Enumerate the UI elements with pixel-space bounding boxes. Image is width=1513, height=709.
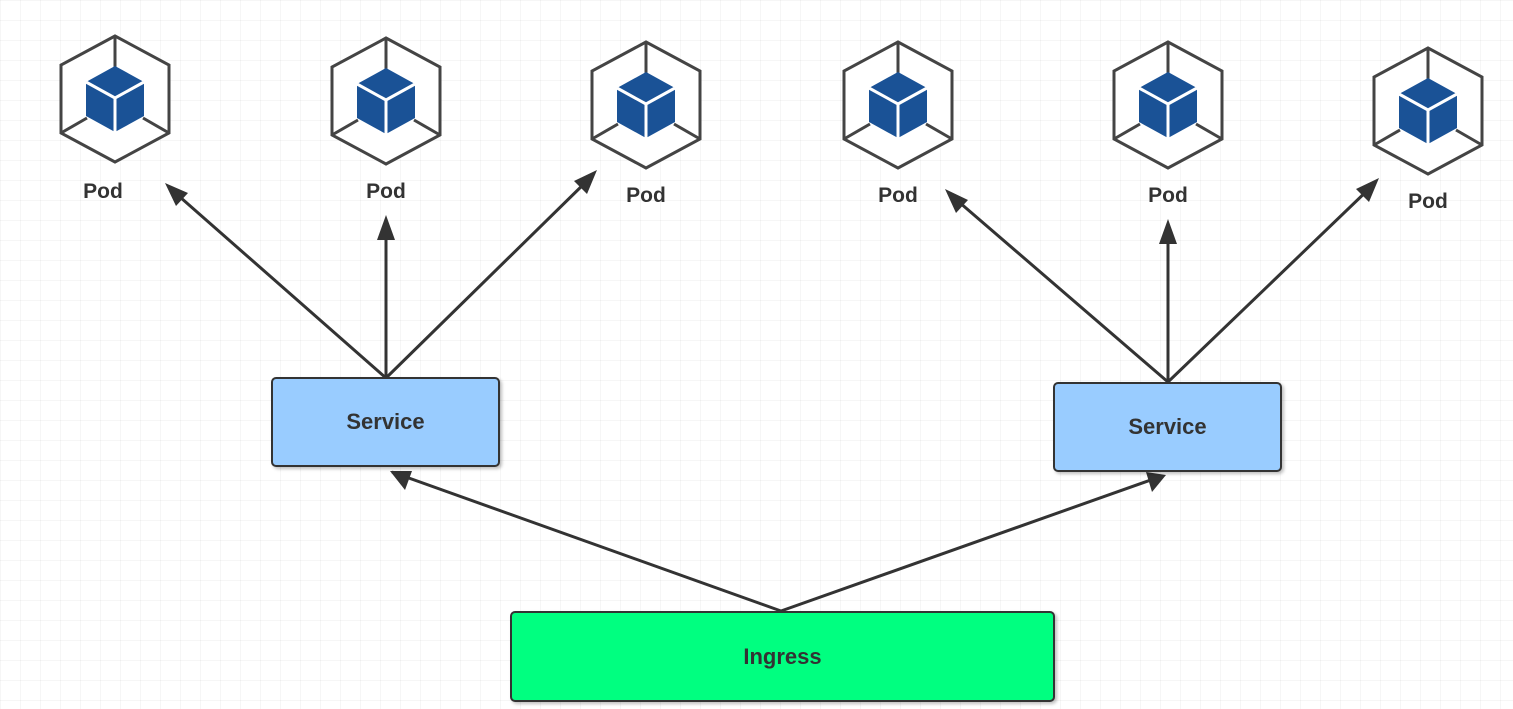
service-label: Service <box>346 409 425 434</box>
ingress-label: Ingress <box>743 643 822 669</box>
edge-service-1-pod-1 <box>171 188 387 380</box>
ingress-node: Ingress <box>510 611 1055 702</box>
arrowhead-service-1 <box>390 471 412 490</box>
arrowhead-pod-1 <box>165 183 188 206</box>
service-node-2: Service <box>1053 382 1282 472</box>
pod-2: Pod <box>316 34 456 234</box>
arrowhead-service-2 <box>1146 472 1166 492</box>
arrowhead-pod-4 <box>945 189 968 213</box>
service-label: Service <box>1128 414 1207 439</box>
pod-label: Pod <box>626 184 666 207</box>
edge-ingress-service-2 <box>780 474 1163 613</box>
arrowhead-pod-2 <box>377 215 395 240</box>
arrowhead-pod-6 <box>1356 178 1379 202</box>
service-node-1: Service <box>271 377 500 467</box>
edge-ingress-service-1 <box>391 470 782 613</box>
pod-1: Pod <box>45 32 185 232</box>
edge-service-2-pod-4 <box>951 194 1169 384</box>
pod-icon <box>590 40 702 170</box>
arrowhead-pod-3 <box>574 170 597 194</box>
pod-3: Pod <box>576 38 716 238</box>
edge-service-2-pod-6 <box>1166 184 1374 384</box>
pod-6: Pod <box>1358 44 1498 244</box>
pod-icon <box>59 34 171 164</box>
pod-label: Pod <box>1148 184 1188 207</box>
pod-label: Pod <box>366 180 406 203</box>
pod-icon <box>842 40 954 170</box>
pod-4: Pod <box>828 38 968 238</box>
edge-service-1-pod-3 <box>384 176 592 380</box>
arrowhead-pod-5 <box>1159 219 1177 244</box>
pod-label: Pod <box>878 184 918 207</box>
pod-label: Pod <box>83 180 123 203</box>
pod-icon <box>330 36 442 166</box>
pod-5: Pod <box>1098 38 1238 238</box>
pod-icon <box>1112 40 1224 170</box>
pod-label: Pod <box>1408 190 1448 213</box>
pod-icon <box>1372 46 1484 176</box>
